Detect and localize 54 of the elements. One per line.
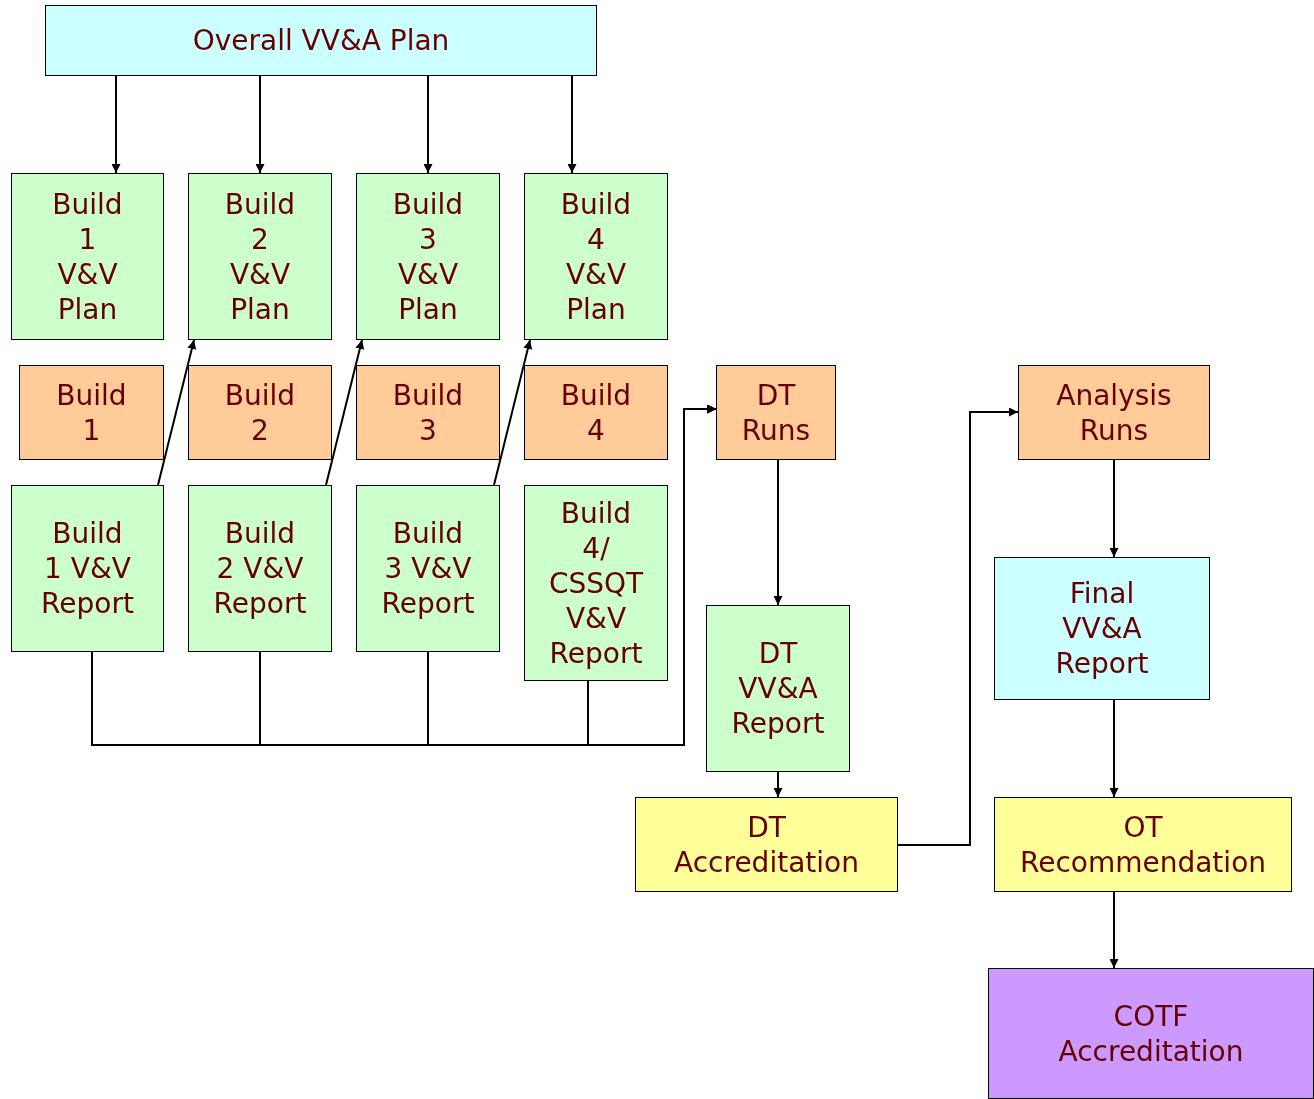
process-box: [524, 365, 668, 460]
process-box: [706, 605, 850, 772]
box-label: Build 2 V&V Plan: [224, 186, 296, 327]
box-label: Build 1 V&V Report: [41, 516, 134, 621]
box-label: Build 3 V&V Plan: [392, 186, 464, 327]
arrow: [111, 75, 121, 174]
arrow: [897, 407, 1019, 846]
arrow: [1109, 699, 1119, 798]
arrow: [423, 75, 433, 174]
arrow: [325, 339, 365, 486]
box-label: Build 4/ CSSQT V&V Report: [548, 495, 644, 671]
process-box: [11, 173, 164, 340]
box-label: DT Runs: [741, 377, 811, 448]
process-box: [188, 173, 332, 340]
arrow: [255, 75, 265, 174]
box-label: Overall VV&A Plan: [192, 23, 450, 58]
process-box: [635, 797, 898, 892]
box-label: Build 2: [224, 377, 296, 448]
process-box: [188, 365, 332, 460]
arrow: [493, 339, 533, 486]
process-box: [356, 485, 500, 652]
process-box: [188, 485, 332, 652]
box-label: Build 4: [560, 377, 632, 448]
box-label: Build 1: [56, 377, 127, 448]
process-box: [716, 365, 836, 460]
arrow: [157, 339, 197, 486]
process-box: [45, 5, 597, 76]
arrow: [567, 75, 577, 174]
box-label: Analysis Runs: [1056, 377, 1172, 448]
box-label: OT Recommendation: [1019, 809, 1266, 880]
process-box: [356, 173, 500, 340]
process-box: [356, 365, 500, 460]
process-box: [11, 485, 164, 652]
process-box: [524, 485, 668, 681]
process-box: [988, 968, 1314, 1099]
arrow: [1109, 891, 1119, 969]
box-label: Final VV&A Report: [1055, 576, 1149, 681]
arrow: [773, 459, 783, 606]
box-label: Build 1 V&V Plan: [52, 186, 123, 327]
box-label: DT VV&A Report: [731, 636, 825, 741]
box-label: Build 3 V&V Report: [381, 516, 475, 621]
box-label: Build 2 V&V Report: [213, 516, 307, 621]
process-box: [19, 365, 164, 460]
arrow: [587, 404, 717, 746]
process-box: [994, 797, 1292, 892]
process-box: [524, 173, 668, 340]
process-box: [994, 557, 1210, 700]
arrow: [1109, 459, 1119, 558]
process-box: [1018, 365, 1210, 460]
arrow: [773, 771, 783, 798]
box-label: Build 3: [392, 377, 464, 448]
box-label: COTF Accreditation: [1058, 998, 1244, 1069]
box-label: DT Accreditation: [674, 809, 859, 880]
box-label: Build 4 V&V Plan: [560, 186, 632, 327]
